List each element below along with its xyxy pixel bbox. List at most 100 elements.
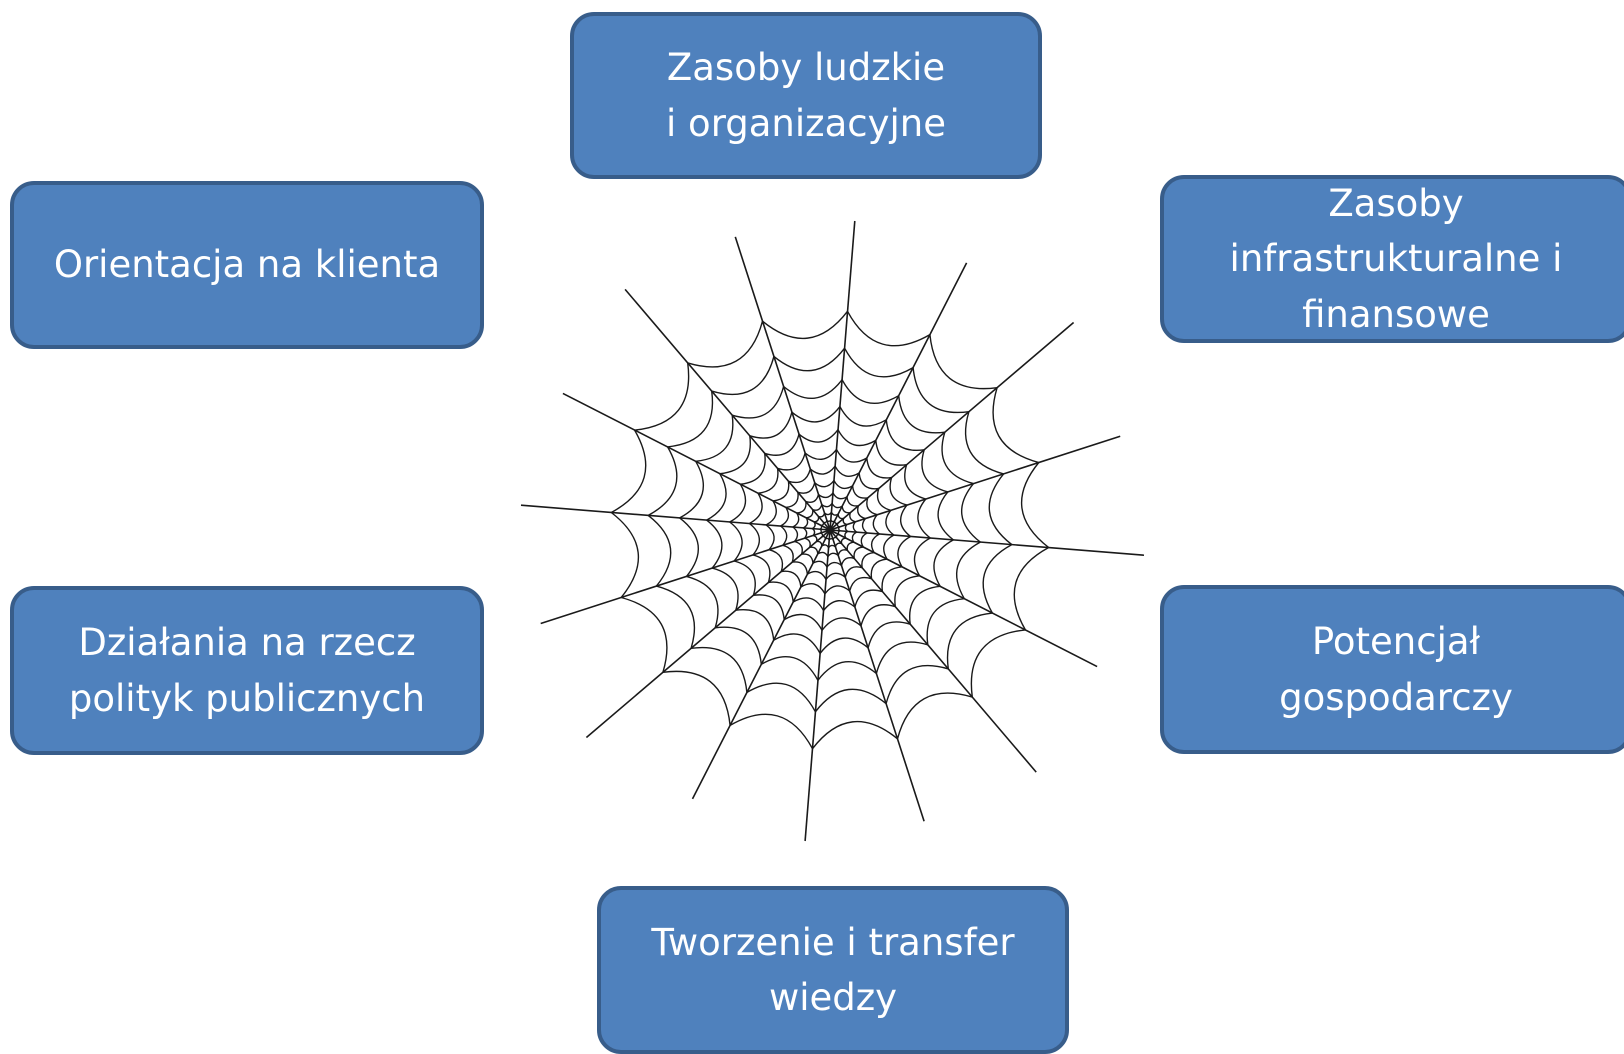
web-thread — [803, 517, 809, 529]
web-thread — [768, 581, 794, 603]
web-spoke — [829, 529, 1145, 556]
web-thread — [872, 514, 880, 535]
web-thread — [735, 608, 775, 641]
web-thread — [781, 570, 802, 588]
web-thread — [782, 544, 794, 563]
web-thread — [715, 626, 762, 665]
web-thread — [792, 512, 800, 528]
web-spoke — [829, 321, 1075, 531]
node-human-organizational-resources: Zasoby ludzkie i organizacyjne — [570, 12, 1042, 179]
web-thread — [809, 546, 819, 554]
web-thread — [773, 347, 846, 372]
web-thread — [711, 356, 775, 396]
node-label: Zasoby infrastrukturalne i finansowe — [1229, 181, 1563, 336]
node-public-policy-actions: Działania na rzecz polityk publicznych — [10, 586, 484, 755]
web-thread — [937, 491, 954, 541]
web-thread — [827, 552, 839, 558]
web-thread — [933, 539, 954, 587]
web-thread — [964, 411, 1004, 475]
web-thread — [806, 509, 814, 519]
web-thread — [818, 492, 834, 499]
web-thread — [846, 496, 859, 507]
web-thread — [831, 503, 843, 509]
web-thread — [838, 526, 841, 532]
web-thread — [817, 551, 829, 557]
node-infrastructure-financial-resources: Zasoby infrastrukturalne i finansowe — [1160, 175, 1624, 343]
web-thread — [841, 379, 900, 404]
web-spoke — [829, 529, 925, 822]
web-thread — [823, 520, 828, 524]
web-thread — [822, 600, 856, 612]
web-thread — [621, 596, 668, 673]
web-thread — [656, 585, 696, 649]
web-thread — [772, 481, 790, 502]
web-spoke — [520, 504, 831, 531]
web-thread — [812, 560, 828, 568]
web-thread — [819, 637, 869, 654]
web-thread — [854, 589, 883, 608]
web-thread — [846, 541, 854, 551]
web-thread — [853, 546, 864, 559]
web-thread — [712, 567, 739, 611]
web-thread — [849, 576, 872, 592]
web-thread — [866, 497, 878, 516]
web-thread — [851, 531, 857, 543]
web-thread — [988, 473, 1013, 546]
web-thread — [729, 521, 743, 562]
web-thread — [860, 532, 868, 548]
web-thread — [839, 406, 887, 427]
web-thread — [783, 613, 823, 631]
node-label: Potencjał gospodarczy — [1279, 620, 1513, 719]
web-thread — [820, 532, 824, 537]
web-thread — [792, 526, 799, 542]
web-thread — [824, 585, 851, 595]
web-thread — [866, 457, 892, 479]
web-thread — [875, 641, 929, 674]
web-thread — [706, 473, 727, 521]
web-thread — [647, 514, 672, 587]
web-thread — [844, 524, 849, 532]
web-thread — [896, 692, 973, 739]
web-thread — [662, 670, 731, 726]
spider-web-icon — [520, 220, 1145, 842]
web-thread — [748, 522, 760, 556]
web-thread — [821, 617, 862, 631]
web-thread — [805, 494, 820, 503]
web-thread — [765, 500, 777, 526]
web-thread — [908, 585, 941, 625]
web-thread — [867, 621, 911, 648]
web-thread — [679, 460, 704, 519]
web-thread — [841, 506, 851, 514]
web-thread — [814, 516, 820, 523]
web-thread — [634, 362, 690, 431]
node-label: Tworzenie i transfer wiedzy — [651, 920, 1015, 1020]
web-thread — [647, 446, 678, 517]
web-thread — [851, 485, 868, 499]
web-thread — [876, 488, 892, 511]
web-thread — [852, 521, 858, 533]
web-thread — [765, 524, 775, 551]
web-thread — [729, 713, 814, 750]
web-thread — [610, 429, 647, 514]
web-thread — [760, 656, 819, 681]
web-thread — [791, 406, 841, 423]
web-thread — [960, 483, 981, 543]
web-thread — [898, 395, 945, 434]
web-thread — [825, 572, 846, 580]
web-thread — [826, 519, 832, 522]
web-thread — [753, 594, 785, 620]
web-thread — [861, 518, 868, 534]
web-thread — [749, 492, 763, 525]
web-thread — [814, 480, 835, 488]
web-thread — [836, 523, 840, 528]
node-label: Orientacja na klienta — [53, 243, 441, 287]
web-thread — [762, 310, 849, 340]
web-thread — [946, 612, 993, 669]
web-thread — [870, 558, 888, 579]
web-thread — [992, 387, 1039, 464]
web-thread — [900, 504, 912, 538]
web-thread — [897, 535, 911, 568]
web-thread — [687, 321, 764, 368]
web-thread — [870, 533, 880, 553]
web-spoke — [540, 529, 831, 625]
